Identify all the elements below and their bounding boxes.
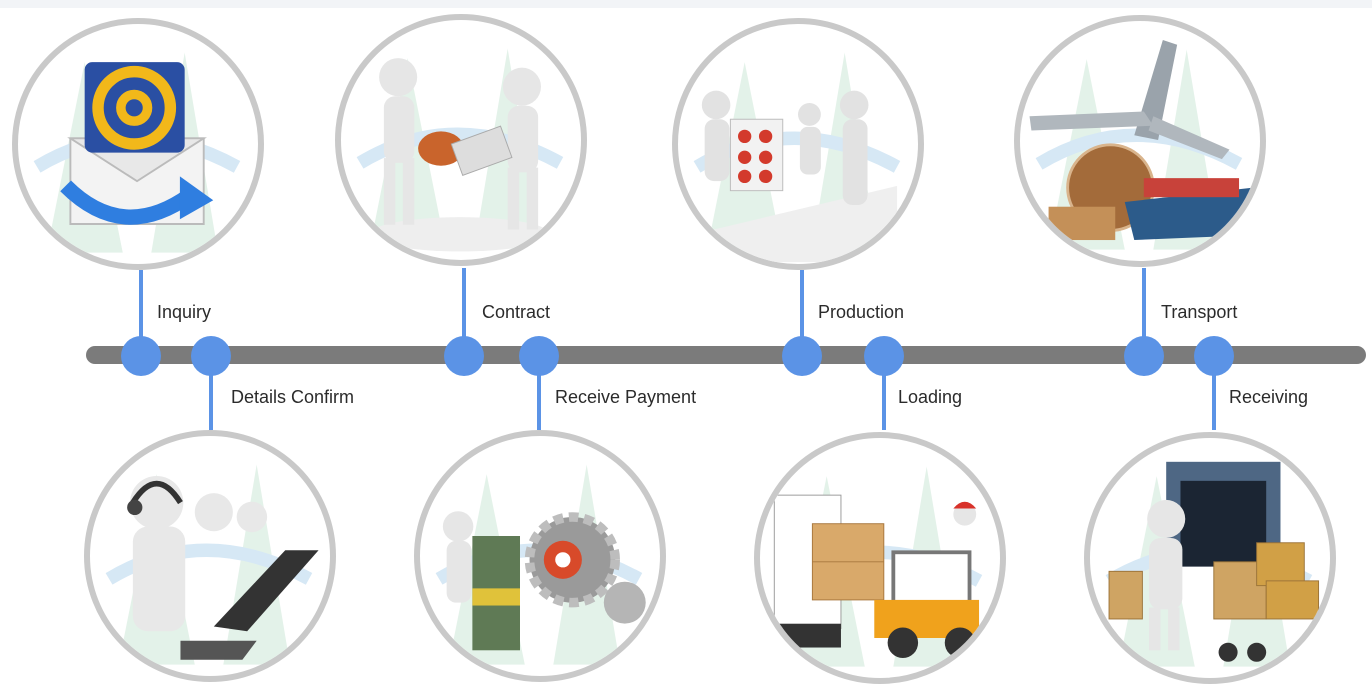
delivery-boxes-icon (1090, 438, 1320, 678)
label-receiving: Receiving (1229, 387, 1309, 407)
transport-image (1014, 15, 1266, 267)
email-envelope-icon (18, 24, 258, 264)
node-production (782, 336, 822, 376)
production-image (672, 18, 924, 270)
top-band (0, 0, 1372, 8)
factory-workers-icon (678, 24, 918, 263)
label-contract: Contract (482, 302, 551, 322)
receive-payment-image (414, 430, 666, 682)
details-confirm-image (84, 430, 336, 682)
node-contract (444, 336, 484, 376)
handshake-contract-icon (341, 20, 581, 260)
airplane-ship-icon (1029, 40, 1254, 261)
forklift-icon (760, 438, 1000, 678)
label-details-confirm: Details Confirm (231, 387, 355, 407)
contract-image (335, 14, 587, 266)
node-receive-payment (519, 336, 559, 376)
label-transport: Transport (1161, 302, 1238, 322)
receiving-image (1084, 432, 1336, 684)
stem-receive-payment (537, 355, 541, 430)
timeline-bar (86, 346, 1366, 364)
call-center-icon (90, 436, 319, 676)
node-transport (1124, 336, 1164, 376)
stem-transport (1142, 268, 1146, 355)
node-loading (864, 336, 904, 376)
stem-details-confirm (209, 355, 213, 430)
label-receive-payment: Receive Payment (555, 387, 697, 407)
stem-contract (462, 268, 466, 355)
node-receiving (1194, 336, 1234, 376)
loading-image (754, 432, 1006, 684)
money-gears-icon (420, 436, 646, 676)
inquiry-image (12, 18, 264, 270)
stem-receiving (1212, 355, 1216, 430)
label-inquiry: Inquiry (157, 302, 212, 322)
stem-inquiry (139, 270, 143, 355)
label-production: Production (818, 302, 905, 322)
node-inquiry (121, 336, 161, 376)
label-loading: Loading (898, 387, 963, 407)
stem-loading (882, 355, 886, 430)
stem-production (800, 270, 804, 355)
node-details-confirm (191, 336, 231, 376)
